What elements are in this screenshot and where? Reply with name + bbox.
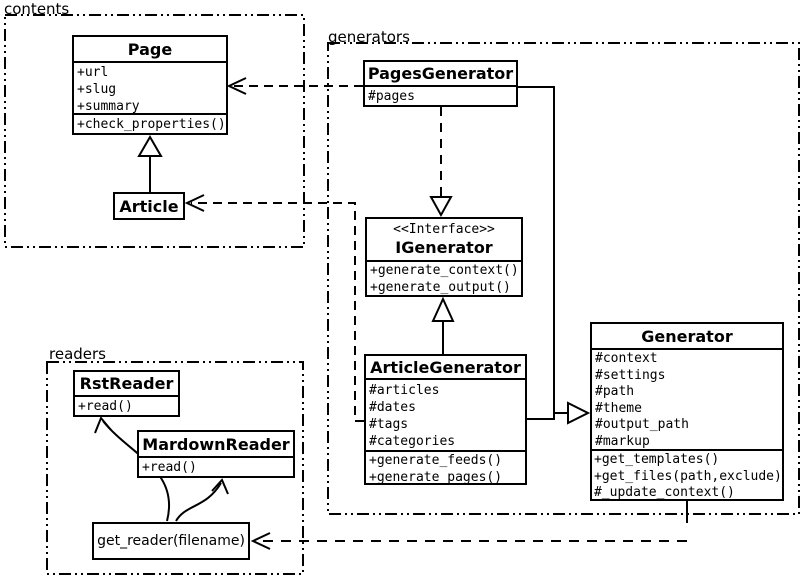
realization-pagesgenerator-to-igenerator bbox=[429, 107, 453, 218]
class-title-markdownreader: MardownReader bbox=[142, 434, 290, 454]
class-box-markdownreader: MardownReader +read() bbox=[137, 430, 295, 478]
class-title-pagesgenerator: PagesGenerator bbox=[367, 64, 514, 83]
package-label-generators: generators bbox=[328, 28, 410, 46]
class-stereotype-igenerator: <<Interface>> bbox=[393, 221, 495, 237]
arrow-getreader-to-markdownreader bbox=[175, 478, 229, 522]
attr-line: #theme bbox=[595, 400, 642, 416]
class-title-page: Page bbox=[127, 39, 173, 59]
class-box-pagesgenerator: PagesGenerator #pages bbox=[363, 60, 518, 107]
class-box-rstreader: RstReader +read() bbox=[73, 370, 180, 417]
generalization-articlegenerator-to-igenerator bbox=[431, 296, 455, 354]
class-title-generator: Generator bbox=[641, 326, 733, 346]
package-label-contents: contents bbox=[4, 0, 70, 18]
method-line: +generate_output() bbox=[370, 279, 511, 295]
attr-line: #categories bbox=[369, 434, 456, 449]
generalization-to-generator bbox=[518, 86, 591, 425]
method-line: +read() bbox=[78, 399, 133, 414]
class-title-igenerator: IGenerator bbox=[395, 237, 493, 257]
attr-line: #output_path bbox=[595, 417, 689, 432]
class-box-article: Article bbox=[113, 192, 185, 220]
get-reader-box: get_reader(filename) bbox=[92, 522, 250, 560]
dependency-articlegenerator-to-article bbox=[184, 194, 364, 422]
generators-package-border bbox=[327, 42, 800, 515]
method-line: #_update_context() bbox=[594, 485, 735, 500]
readers-package-border bbox=[46, 361, 304, 575]
get-reader-label: get_reader(filename) bbox=[97, 533, 245, 549]
attr-line: #context bbox=[595, 351, 658, 366]
dependency-generator-to-getreader bbox=[250, 500, 688, 550]
class-box-generator: Generator #context #settings #path #them… bbox=[590, 322, 784, 501]
attr-line: +url bbox=[77, 65, 109, 80]
method-line: +generate_feeds() bbox=[369, 453, 503, 468]
attr-line: +slug bbox=[77, 82, 117, 97]
method-line: +generate_pages() bbox=[369, 469, 503, 485]
attr-line: #settings bbox=[595, 367, 666, 383]
class-box-igenerator: <<Interface>> IGenerator +generate_conte… bbox=[365, 217, 523, 297]
class-box-articlegenerator: ArticleGenerator #articles #dates #tags … bbox=[364, 354, 527, 485]
attr-line: #dates bbox=[369, 400, 416, 415]
attr-line: #pages bbox=[368, 89, 415, 104]
method-line: +generate_context() bbox=[370, 263, 519, 278]
class-title-article: Article bbox=[119, 196, 179, 216]
class-title-articlegenerator: ArticleGenerator bbox=[370, 357, 521, 377]
method-line: +check_properties() bbox=[77, 117, 226, 132]
method-line: +read() bbox=[142, 460, 197, 475]
attr-line: #tags bbox=[369, 417, 409, 432]
attr-line: +summary bbox=[77, 99, 140, 113]
method-line: +get_files(path,exclude) bbox=[594, 468, 782, 484]
method-line: +get_templates() bbox=[594, 452, 720, 467]
package-label-readers: readers bbox=[49, 345, 106, 363]
class-title-rstreader: RstReader bbox=[79, 374, 174, 393]
generalization-article-to-page bbox=[137, 135, 163, 192]
attr-line: #articles bbox=[369, 383, 440, 398]
dependency-pagesgenerator-to-page bbox=[226, 77, 363, 95]
contents-package-border bbox=[4, 14, 305, 248]
attr-line: #path bbox=[595, 384, 635, 399]
attr-line: #markup bbox=[595, 433, 650, 449]
class-box-page: Page +url +slug +summary +check_properti… bbox=[72, 35, 228, 135]
